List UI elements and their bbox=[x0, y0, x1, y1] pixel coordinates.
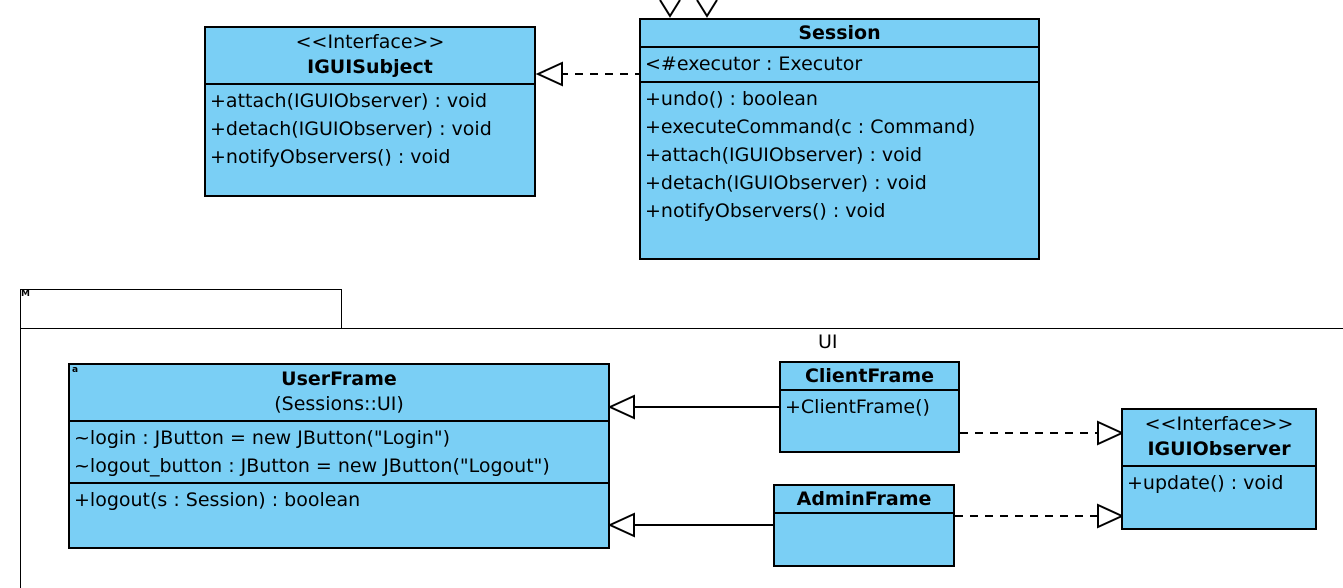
operation: +attach(IGUIObserver) : void bbox=[210, 90, 488, 112]
class-header: <<Interface>> IGUISubject bbox=[206, 28, 534, 83]
operation: +detach(IGUIObserver) : void bbox=[210, 118, 492, 140]
class-name: UserFrame bbox=[281, 368, 397, 390]
class-iguiobserver[interactable]: <<Interface>> IGUIObserver +update() : v… bbox=[1121, 408, 1317, 530]
namespace-label: (Sessions::UI) bbox=[274, 393, 404, 415]
attributes-section: <#executor : Executor bbox=[641, 46, 1038, 81]
operations-section: +logout(s : Session) : boolean bbox=[70, 482, 608, 516]
arrowhead-offscreen-right bbox=[696, 0, 718, 18]
arrowhead-realization bbox=[535, 61, 563, 87]
class-name: ClientFrame bbox=[804, 365, 935, 387]
operations-section: +ClientFrame() bbox=[781, 389, 958, 423]
arrowhead-generalization bbox=[607, 394, 635, 420]
class-name: IGUIObserver bbox=[1147, 438, 1291, 460]
operation: +executeCommand(c : Command) bbox=[645, 116, 976, 138]
class-name: AdminFrame bbox=[796, 488, 932, 510]
package-tab bbox=[20, 289, 342, 329]
class-adminframe[interactable]: AdminFrame bbox=[773, 484, 955, 567]
attribute: ~logout_button : JButton = new JButton("… bbox=[74, 455, 550, 477]
class-header: Session bbox=[641, 20, 1038, 46]
class-session[interactable]: Session <#executor : Executor +undo() : … bbox=[639, 18, 1040, 260]
stereotype-label: <<Interface>> bbox=[1144, 413, 1294, 435]
operations-section: +update() : void bbox=[1123, 465, 1315, 499]
package-ui bbox=[20, 328, 1343, 588]
class-userframe[interactable]: a UserFrame (Sessions::UI) ~login : JBut… bbox=[68, 363, 610, 549]
arrowhead-realization bbox=[1097, 503, 1125, 529]
class-icon: a bbox=[72, 365, 79, 375]
class-clientframe[interactable]: ClientFrame +ClientFrame() bbox=[779, 361, 960, 453]
class-header: ClientFrame bbox=[781, 363, 958, 389]
operation: +notifyObservers() : void bbox=[210, 146, 451, 168]
attribute: <#executor : Executor bbox=[645, 53, 863, 75]
operation: +notifyObservers() : void bbox=[645, 200, 886, 222]
package-icon: M bbox=[21, 289, 30, 299]
class-header: <<Interface>> IGUIObserver bbox=[1123, 410, 1315, 465]
class-name: Session bbox=[798, 22, 881, 44]
operation: +detach(IGUIObserver) : void bbox=[645, 172, 927, 194]
operation: +ClientFrame() bbox=[785, 396, 930, 418]
arrowhead-generalization bbox=[607, 512, 635, 538]
operations-section: +attach(IGUIObserver) : void +detach(IGU… bbox=[206, 83, 534, 173]
arrowhead-realization bbox=[1097, 420, 1125, 446]
operations-section: +undo() : boolean +executeCommand(c : Co… bbox=[641, 81, 1038, 227]
class-header: AdminFrame bbox=[775, 486, 953, 512]
class-name: IGUISubject bbox=[307, 56, 433, 78]
stereotype-label: <<Interface>> bbox=[295, 31, 445, 53]
attribute: ~login : JButton = new JButton("Login") bbox=[74, 427, 451, 449]
empty-section bbox=[775, 512, 953, 546]
package-name: UI bbox=[818, 331, 838, 353]
operation: +undo() : boolean bbox=[645, 88, 818, 110]
attributes-section: ~login : JButton = new JButton("Login") … bbox=[70, 420, 608, 482]
operation: +attach(IGUIObserver) : void bbox=[645, 144, 923, 166]
operation: +update() : void bbox=[1127, 472, 1284, 494]
operation: +logout(s : Session) : boolean bbox=[74, 489, 361, 511]
class-header: UserFrame (Sessions::UI) bbox=[70, 365, 608, 420]
class-iguisubject[interactable]: <<Interface>> IGUISubject +attach(IGUIOb… bbox=[204, 26, 536, 197]
arrowhead-offscreen-left bbox=[659, 0, 681, 18]
